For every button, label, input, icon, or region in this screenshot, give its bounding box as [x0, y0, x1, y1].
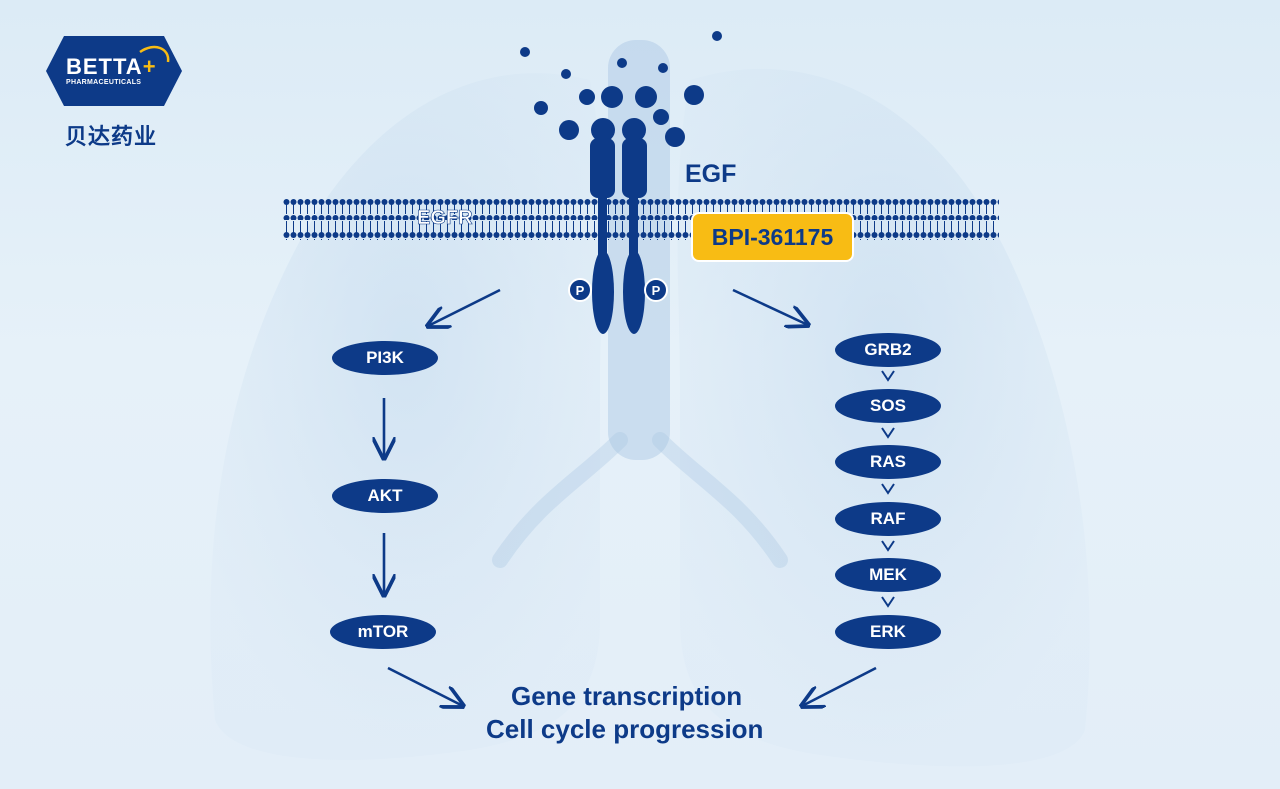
drug-label: BPI-361175 [711, 223, 834, 250]
node-sos: SOS [835, 389, 941, 423]
node-raf: RAF [835, 502, 941, 536]
node-akt: AKT [332, 479, 438, 513]
betta-logo-icon [46, 36, 182, 106]
node-mtor: mTOR [330, 615, 436, 649]
logo-plus: + [142, 54, 157, 79]
node-ras: RAS [835, 445, 941, 479]
outcome-gene-transcription: Gene transcription [511, 681, 743, 711]
node-grb2: GRB2 [835, 333, 941, 367]
phospho-badge-left: P [568, 278, 592, 302]
node-mek: MEK [835, 558, 941, 592]
logo-subtitle: PHARMACEUTICALS [66, 79, 142, 86]
phospho-badge-right: P [644, 278, 668, 302]
outcome-cell-cycle: Cell cycle progression [486, 714, 764, 744]
logo-chinese-name: 贝达药业 [65, 125, 158, 150]
egfr-label: EGFR [417, 207, 473, 230]
node-pi3k: PI3K [332, 341, 438, 375]
node-erk: ERK [835, 615, 941, 649]
logo-brand: BETTA+ [66, 54, 157, 79]
egf-label: EGF [685, 160, 737, 188]
drug-badge: BPI-361175 [691, 212, 854, 262]
